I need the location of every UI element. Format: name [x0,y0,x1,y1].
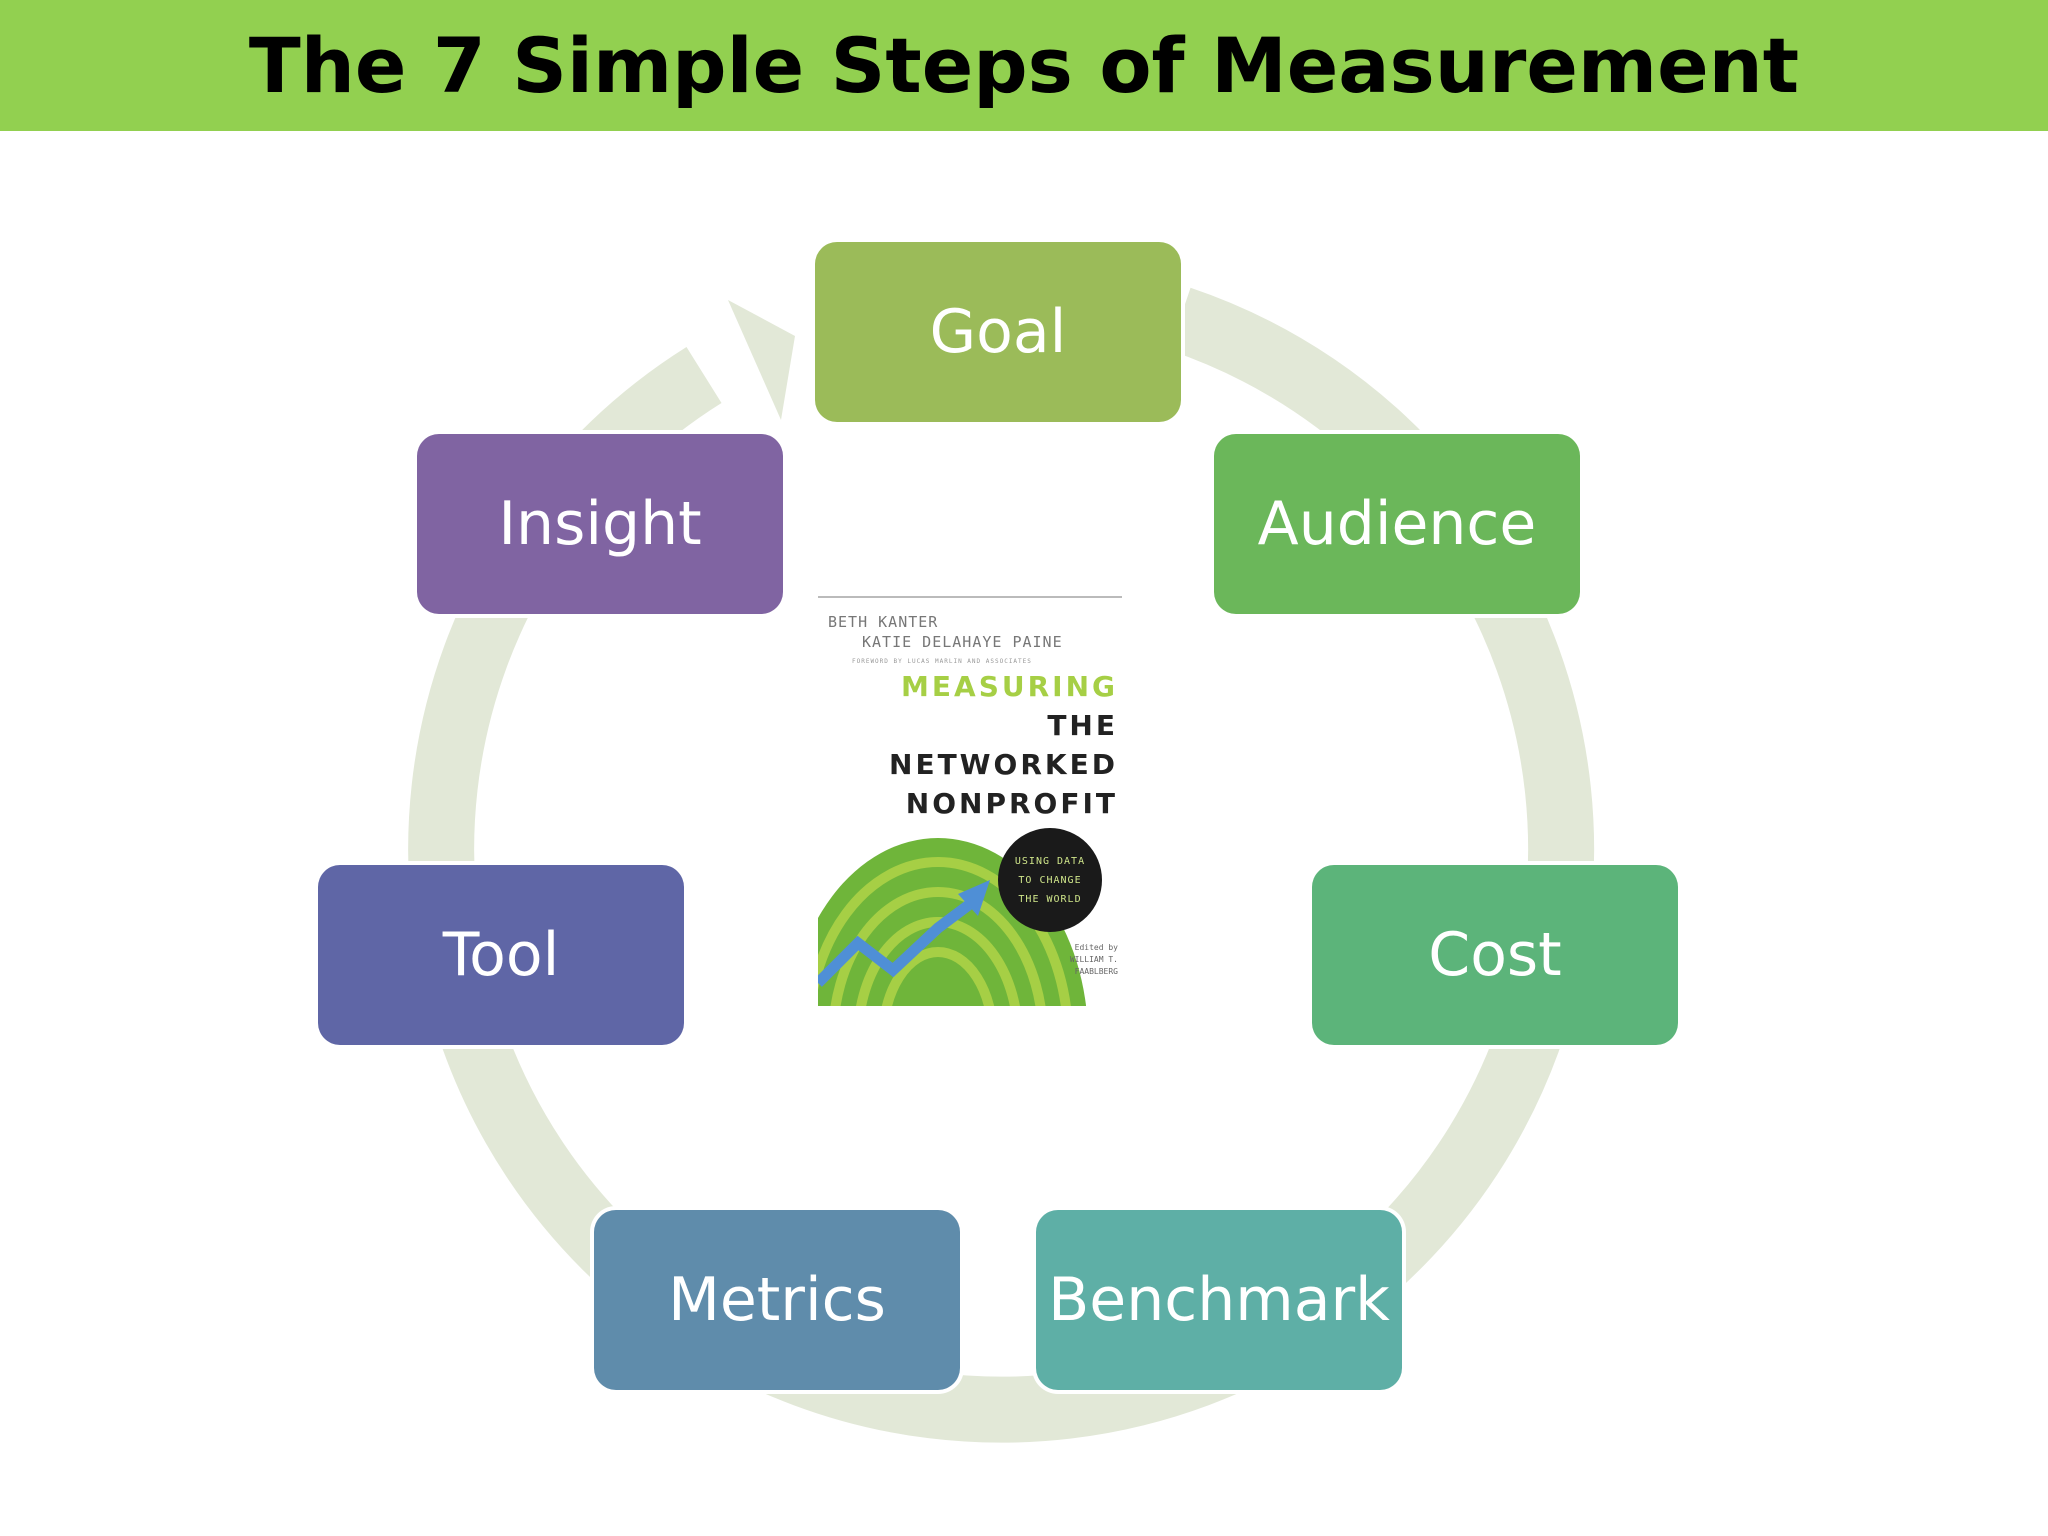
step-goal: Goal [815,242,1181,422]
book-foreword: FOREWORD BY LUCAS MARLIN AND ASSOCIATES [852,658,1032,665]
book-badge-line-3: THE WORLD [1018,893,1082,905]
step-benchmark-label: Benchmark [1048,1265,1390,1335]
step-audience: Audience [1214,434,1580,614]
book-badge: USING DATA TO CHANGE THE WORLD [998,828,1102,932]
step-metrics-label: Metrics [668,1265,886,1335]
step-audience-label: Audience [1257,489,1537,559]
book-title-line-1: MEASURING [901,670,1118,703]
step-goal-label: Goal [929,297,1067,367]
book-cover-image: BETH KANTER KATIE DELAHAYE PAINE FOREWOR… [818,596,1122,1006]
growth-arrow-line [818,893,982,987]
step-tool-label: Tool [442,920,560,990]
book-editor-line-3: FAABLBERG [1074,967,1118,976]
book-editor-line-1: Edited by [1074,943,1118,952]
cycle-ring-arc [408,287,1595,1443]
step-metrics: Metrics [594,1210,960,1390]
book-author-2: KATIE DELAHAYE PAINE [862,633,1063,651]
book-title-line-4: NONPROFIT [905,787,1118,820]
book-editor: Edited by WILLIAM T. FAABLBERG [1046,942,1118,978]
cycle-arrow-head [728,300,795,420]
book-title-line-3: NETWORKED [889,748,1118,781]
step-insight: Insight [417,434,783,614]
book-editor-line-2: WILLIAM T. [1069,955,1118,964]
step-cost-label: Cost [1428,920,1562,990]
step-benchmark: Benchmark [1036,1210,1402,1390]
step-insight-label: Insight [498,489,702,559]
step-tool: Tool [318,865,684,1045]
book-author-1: BETH KANTER [828,613,939,631]
book-badge-line-2: TO CHANGE [1018,874,1082,886]
growth-arrow-head [958,880,990,916]
book-badge-line-1: USING DATA [1014,855,1086,867]
step-cost: Cost [1312,865,1678,1045]
book-authors: BETH KANTER KATIE DELAHAYE PAINE FOREWOR… [828,612,1108,672]
book-title-line-2: THE [1047,709,1118,742]
slide-title: The 7 Simple Steps of Measurement [248,21,1800,110]
title-bar: The 7 Simple Steps of Measurement [0,0,2048,131]
